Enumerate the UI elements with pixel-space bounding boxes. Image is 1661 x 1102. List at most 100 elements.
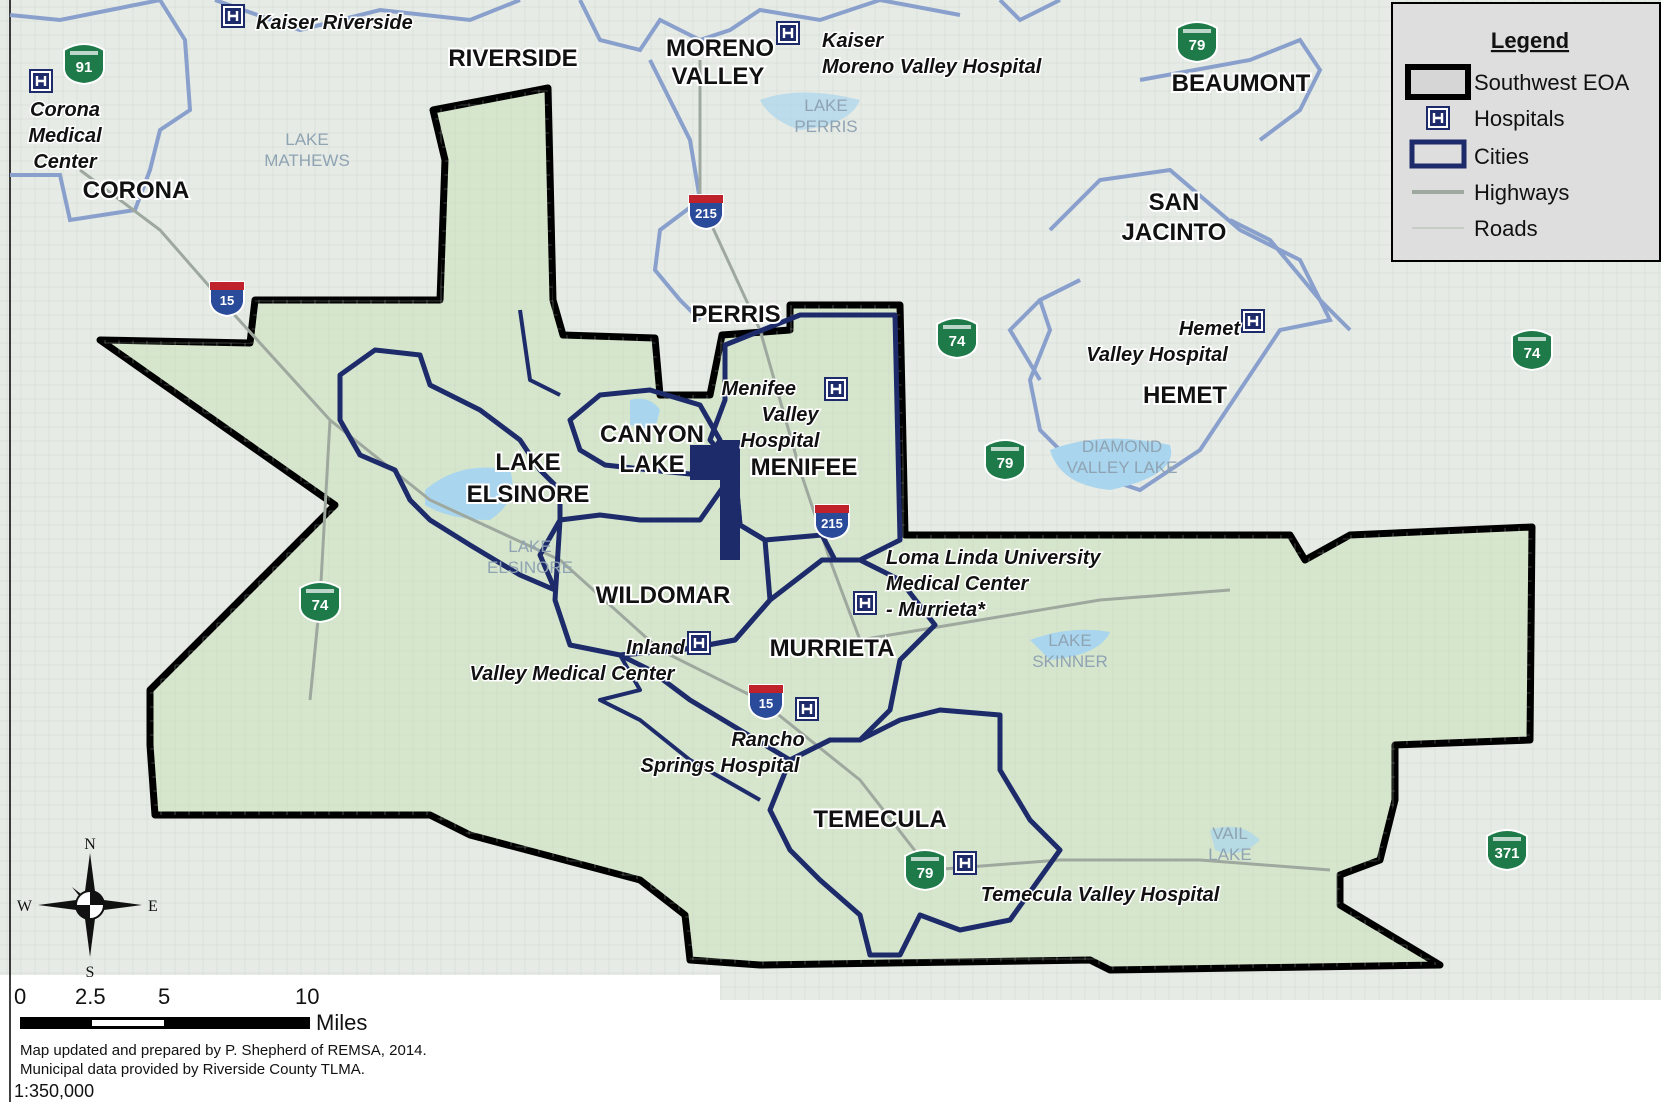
compass-s: S bbox=[86, 964, 95, 981]
hospital-label-loma-3: - Murrieta* bbox=[886, 599, 986, 621]
hospital-icon-2 bbox=[28, 68, 54, 94]
legend-city-label: Cities bbox=[1474, 144, 1529, 169]
shield-sr91: 91 bbox=[63, 43, 105, 85]
shield-sr74-c: 74 bbox=[936, 317, 978, 359]
hospital-label-menifee-1: Menifee bbox=[722, 378, 796, 400]
shield-i15-s: 15 bbox=[748, 684, 784, 720]
hospital-icon-8 bbox=[952, 850, 978, 876]
city-label-canyon-1: CANYON bbox=[600, 421, 704, 448]
scale-tick-10: 10 bbox=[295, 984, 319, 1009]
city-label-riverside: RIVERSIDE bbox=[448, 45, 577, 72]
city-label-temecula: TEMECULA bbox=[813, 806, 946, 833]
menifee-perris-edge bbox=[690, 440, 740, 560]
lake-label-mathews-1: LAKE bbox=[285, 130, 328, 149]
legend: Legend Southwest EOA Hospitals Cities Hi… bbox=[1391, 2, 1661, 262]
city-boundaries bbox=[337, 309, 1063, 958]
city-label-wildomar: WILDOMAR bbox=[596, 582, 731, 609]
compass-e: E bbox=[148, 898, 158, 915]
shield-number: 15 bbox=[759, 696, 773, 711]
hospital-label-corona-2: Medical bbox=[28, 125, 102, 147]
scale-unit: Miles bbox=[316, 1010, 367, 1035]
hospital-label-menifee-2: Valley bbox=[761, 404, 819, 426]
shield-sr79-s: 79 bbox=[904, 849, 946, 891]
legend-eoa-label: Southwest EOA bbox=[1474, 70, 1630, 95]
scale-tick-5: 5 bbox=[158, 984, 170, 1009]
legend-title: Legend bbox=[1491, 28, 1569, 53]
compass-w: W bbox=[17, 898, 33, 915]
lake-label-perris-1: LAKE bbox=[804, 96, 847, 115]
canyon-lake-water bbox=[630, 398, 660, 430]
credit-line-1: Map updated and prepared by P. Shepherd … bbox=[20, 1042, 427, 1059]
hospital-label-rancho-1: Rancho bbox=[731, 729, 804, 751]
shield-number: 74 bbox=[312, 597, 329, 614]
city-label-perris: PERRIS bbox=[691, 301, 780, 328]
shield-sr74-w: 74 bbox=[299, 581, 341, 623]
hospital-label-hemet-1: Hemet bbox=[1179, 318, 1241, 340]
hospital-label-kaiser-mv-1: Kaiser bbox=[822, 30, 884, 52]
hospital-label-inland-2: Valley Medical Center bbox=[470, 663, 676, 685]
hospital-label-loma-1: Loma Linda University bbox=[886, 547, 1101, 569]
hospital-label-kaiser-mv-2: Moreno Valley Hospital bbox=[822, 56, 1042, 78]
city-label-elsinore-1: LAKE bbox=[495, 449, 560, 476]
legend-highway-label: Highways bbox=[1474, 180, 1569, 205]
lake-label-diamond-2: VALLEY LAKE bbox=[1067, 458, 1178, 477]
lake-labels: LAKE MATHEWS LAKE PERRIS DIAMOND VALLEY LAKE L… bbox=[264, 96, 1252, 864]
lake-label-mathews-2: MATHEWS bbox=[264, 151, 350, 170]
legend-road-label: Roads bbox=[1474, 216, 1538, 241]
shield-i215-s: 215 bbox=[814, 504, 850, 540]
city-label-canyon-2: LAKE bbox=[619, 451, 684, 478]
lake-label-perris-2: PERRIS bbox=[794, 117, 857, 136]
shield-number: 91 bbox=[76, 59, 93, 76]
shield-sr79-c: 79 bbox=[984, 439, 1026, 481]
hospital-icon-3 bbox=[1240, 308, 1266, 334]
lake-label-vail-1: VAIL bbox=[1212, 824, 1248, 843]
scale-ratio: 1:350,000 bbox=[14, 1081, 94, 1101]
city-label-sanjacinto-1: SAN bbox=[1149, 189, 1200, 216]
shield-number: 74 bbox=[949, 333, 966, 350]
compass-n: N bbox=[84, 836, 96, 853]
hospital-icon-0 bbox=[220, 3, 246, 29]
hospital-icon-7 bbox=[794, 696, 820, 722]
wildomar-boundary bbox=[552, 467, 773, 658]
shield-sr74-e: 74 bbox=[1511, 329, 1553, 371]
outer-city-boundaries bbox=[9, 0, 1352, 493]
hospital-icon-6 bbox=[686, 630, 712, 656]
city-label-hemet: HEMET bbox=[1143, 382, 1227, 409]
shield-number: 79 bbox=[1189, 37, 1206, 54]
hospital-label-corona-3: Center bbox=[33, 151, 98, 173]
hospital-label-menifee-3: Hospital bbox=[741, 430, 820, 452]
legend-eoa-swatch bbox=[1405, 64, 1471, 100]
lakes bbox=[425, 92, 1260, 854]
lake-label-vail-2: LAKE bbox=[1208, 845, 1251, 864]
city-label-sanjacinto-2: JACINTO bbox=[1122, 219, 1227, 246]
city-label-moreno-2: VALLEY bbox=[672, 63, 765, 90]
city-label-corona: CORONA bbox=[83, 177, 190, 204]
lake-elsinore-boundary bbox=[337, 347, 563, 593]
city-label-murrieta: MURRIETA bbox=[770, 635, 895, 662]
hospital-label-hemet-2: Valley Hospital bbox=[1086, 344, 1228, 366]
shield-number: 15 bbox=[220, 293, 234, 308]
legend-hospital-icon bbox=[1425, 105, 1451, 131]
hospital-label-rancho-2: Springs Hospital bbox=[641, 755, 800, 777]
hospital-label-inland-1: Inland bbox=[626, 637, 686, 659]
city-label-elsinore-2: ELSINORE bbox=[467, 481, 590, 508]
legend-hospital-label: Hospitals bbox=[1474, 106, 1564, 131]
credit-line-2: Municipal data provided by Riverside Cou… bbox=[20, 1061, 365, 1078]
hospital-icon-5 bbox=[852, 590, 878, 616]
scale-tick-0: 0 bbox=[14, 984, 26, 1009]
lake-perris-water bbox=[760, 92, 860, 130]
shield-number: 371 bbox=[1494, 845, 1519, 862]
lake-label-diamond-1: DIAMOND bbox=[1082, 437, 1162, 456]
lake-label-skinner-1: LAKE bbox=[1048, 631, 1091, 650]
shield-number: 74 bbox=[1524, 345, 1541, 362]
hospital-label-loma-2: Medical Center bbox=[886, 573, 1029, 595]
city-label-menifee: MENIFEE bbox=[751, 454, 858, 481]
compass-rose: N S E W bbox=[17, 836, 158, 981]
diamond-valley-lake-water bbox=[1050, 438, 1172, 490]
shield-number: 215 bbox=[821, 516, 843, 531]
hospital-label-temecula-hosp: Temecula Valley Hospital bbox=[981, 884, 1220, 906]
shield-i15-n: 15 bbox=[209, 281, 245, 317]
